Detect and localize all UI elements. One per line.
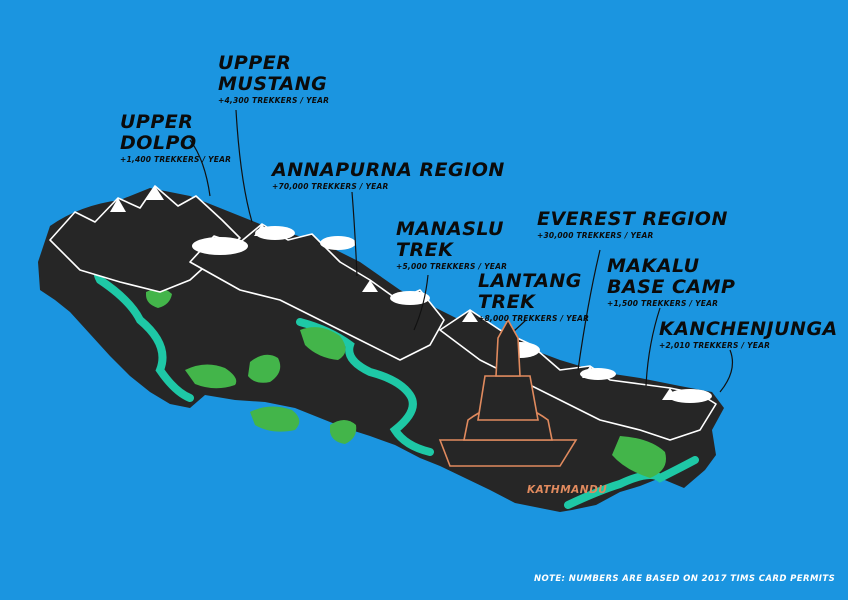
trekker-count: +70,000 TREKKERS / YEAR <box>272 182 389 191</box>
forest-patch <box>300 327 346 360</box>
cloud <box>668 389 712 403</box>
forest-patch <box>330 420 357 444</box>
trekker-count: +1,500 TREKKERS / YEAR <box>607 299 719 308</box>
cloud <box>390 291 430 305</box>
trekker-count: +2,010 TREKKERS / YEAR <box>659 341 771 350</box>
cloud <box>580 368 616 380</box>
footnote: NOTE: NUMBERS ARE BASED ON 2017 TIMS CAR… <box>534 574 836 584</box>
cloud <box>192 237 248 255</box>
stupa-spire <box>495 318 521 377</box>
mountain-range-west <box>49 185 241 293</box>
leader-upper-mustang <box>235 109 253 223</box>
label-manaslu: MANASLU TREK +5,000 TREKKERS / YEAR <box>396 219 507 272</box>
snow-cap <box>110 198 126 212</box>
forest-patch <box>612 436 666 478</box>
leader-everest <box>577 249 601 371</box>
river-central <box>296 318 434 456</box>
region-name: UPPER <box>120 111 194 133</box>
region-name: MUSTANG <box>218 73 328 95</box>
trekker-count: +8,000 TREKKERS / YEAR <box>478 314 590 323</box>
stupa-body <box>477 375 539 421</box>
region-name: EVEREST REGION <box>537 208 728 230</box>
region-name: UPPER <box>218 52 292 74</box>
leader-manaslu <box>413 274 429 331</box>
label-lantang: LANTANG TREK +8,000 TREKKERS / YEAR <box>478 271 589 324</box>
city-label-kathmandu: KATHMANDU <box>527 484 608 496</box>
stupa <box>438 318 578 467</box>
leader-lines <box>189 109 733 393</box>
region-name: KANCHENJUNGA <box>659 318 838 340</box>
label-kanchenjunga: KANCHENJUNGA +2,010 TREKKERS / YEAR <box>659 319 838 351</box>
snow-cap <box>146 186 164 200</box>
leader-makalu <box>645 307 661 387</box>
stupa-base <box>438 439 578 467</box>
region-name: TREK <box>396 239 454 261</box>
region-name: MANASLU <box>396 218 504 240</box>
region-name: DOLPO <box>120 132 197 154</box>
label-everest: EVEREST REGION +30,000 TREKKERS / YEAR <box>537 209 728 241</box>
forest-patch <box>146 288 172 308</box>
forest-patch <box>250 406 300 432</box>
label-makalu: MAKALU BASE CAMP +1,500 TREKKERS / YEAR <box>607 256 735 309</box>
trekker-count: +1,400 TREKKERS / YEAR <box>120 155 232 164</box>
trekker-count: +4,300 TREKKERS / YEAR <box>218 96 330 105</box>
cloud <box>255 226 295 240</box>
leader-upper-dolpo <box>189 139 211 197</box>
label-upper-mustang: UPPER MUSTANG +4,300 TREKKERS / YEAR <box>218 53 329 106</box>
snow-cap <box>362 280 378 292</box>
label-annapurna: ANNAPURNA REGION +70,000 TREKKERS / YEAR <box>272 160 505 192</box>
leader-kanchenjunga <box>719 349 733 393</box>
forest-patch <box>248 354 281 383</box>
leader-annapurna <box>351 191 358 277</box>
snow-cap <box>462 310 478 322</box>
label-upper-dolpo: UPPER DOLPO +1,400 TREKKERS / YEAR <box>120 112 231 165</box>
region-name: BASE CAMP <box>607 276 736 298</box>
trekker-count: +30,000 TREKKERS / YEAR <box>537 231 654 240</box>
cloud <box>320 236 356 250</box>
forest-patch <box>185 364 237 389</box>
region-name: LANTANG <box>478 270 582 292</box>
region-name: ANNAPURNA REGION <box>272 159 505 181</box>
region-name: TREK <box>478 291 536 313</box>
region-name: MAKALU <box>607 255 700 277</box>
trekker-count: +5,000 TREKKERS / YEAR <box>396 262 508 271</box>
